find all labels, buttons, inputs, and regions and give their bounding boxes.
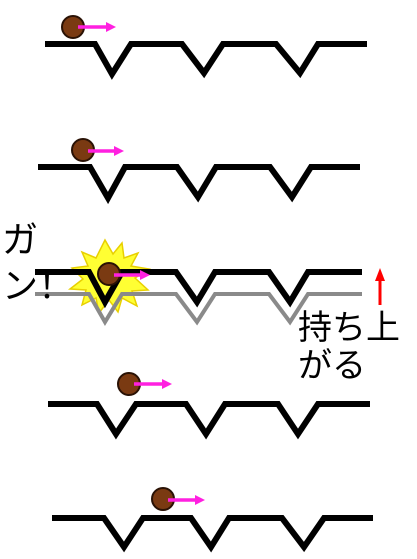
track	[35, 269, 362, 309]
direction-arrow-icon	[134, 379, 172, 389]
track	[52, 515, 373, 553]
track	[45, 41, 367, 80]
frame-1	[45, 15, 367, 80]
track-lifted-outline	[35, 292, 362, 326]
impact-sound-label-line2: ン！	[2, 266, 74, 307]
lift-label: 持ち上	[298, 308, 400, 348]
frame-4	[48, 372, 370, 440]
track	[48, 401, 370, 440]
frame-5	[52, 487, 373, 553]
direction-arrow-icon	[168, 495, 205, 505]
direction-arrow-icon	[88, 146, 124, 156]
frame-3: ガ ン！ 持ち上 がる	[2, 220, 400, 386]
frame-2	[38, 138, 360, 205]
direction-arrow-icon	[114, 270, 150, 280]
impact-sound-label: ガ	[2, 220, 38, 261]
up-arrow-icon	[375, 268, 385, 305]
lift-label-line2: がる	[298, 346, 366, 386]
direction-arrow-icon	[78, 22, 116, 32]
track	[38, 164, 360, 205]
